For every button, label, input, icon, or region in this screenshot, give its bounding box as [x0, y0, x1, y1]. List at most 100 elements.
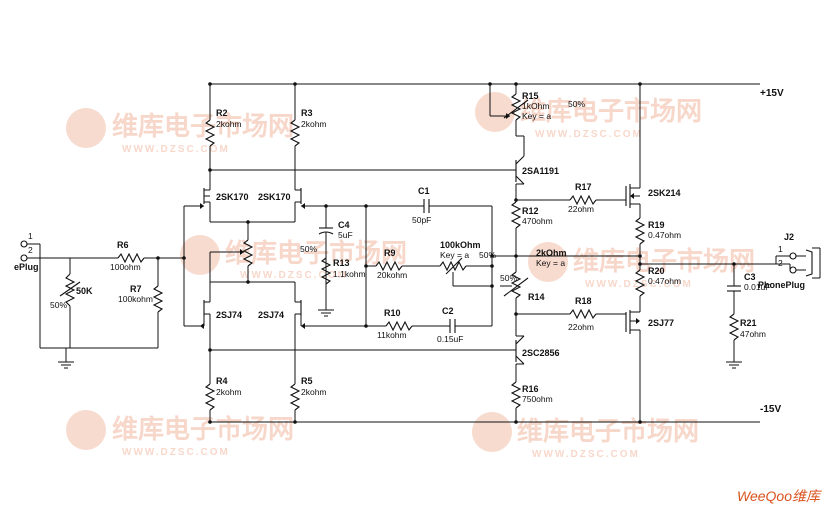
watermark-brand-4: 维库电子市场网: [573, 246, 755, 276]
resistor-r7: R7 100kohm: [118, 256, 164, 348]
svg-text:1: 1: [778, 244, 783, 254]
jfet-2sj74-left: 2SJ74: [200, 282, 242, 350]
svg-text:2SJ74: 2SJ74: [216, 310, 242, 320]
input-bus: [182, 205, 200, 327]
svg-text:C3: C3: [744, 272, 756, 282]
svg-text:2SJ77: 2SJ77: [648, 318, 674, 328]
svg-text:Key = a: Key = a: [522, 111, 551, 121]
svg-text:2kohm: 2kohm: [301, 119, 327, 129]
output-network: C3 0.01uF R21 47ohm: [640, 262, 790, 369]
svg-text:R18: R18: [575, 296, 592, 306]
resistor-r13: R13 1.1kohm: [320, 248, 366, 285]
output-connector-j2: J2 1 2 PhonePlug: [758, 232, 821, 290]
mosfet-2sj77: 2SJ77: [622, 306, 674, 424]
power-rails: +15V -15V: [210, 83, 784, 423]
svg-text:2SK170: 2SK170: [258, 192, 291, 202]
svg-text:2kohm: 2kohm: [216, 387, 242, 397]
resistor-r18: R18 22ohm: [514, 296, 622, 332]
watermark-brand-1: 维库电子市场网: [112, 111, 294, 141]
svg-text:0.01uF: 0.01uF: [744, 282, 770, 292]
svg-text:1kOhm: 1kOhm: [522, 101, 549, 111]
svg-text:20kohm: 20kohm: [377, 270, 407, 280]
resistor-r14-pot: 2kOhm Key = a 50% R14: [500, 248, 567, 314]
svg-text:11kohm: 11kohm: [377, 330, 407, 340]
svg-text:R3: R3: [301, 108, 313, 118]
volume-pot-50k: 50K 50%: [50, 258, 93, 348]
resistor-r4: R4 2kohm: [204, 350, 242, 424]
svg-text:0.15uF: 0.15uF: [437, 334, 463, 344]
svg-text:R13: R13: [333, 258, 350, 268]
output-plug-label: PhonePlug: [758, 280, 805, 290]
svg-text:50K: 50K: [76, 286, 93, 296]
svg-text:R16: R16: [522, 384, 539, 394]
svg-text:0.47ohm: 0.47ohm: [648, 276, 681, 286]
svg-text:2SA1191: 2SA1191: [522, 166, 559, 176]
c1-value: 50pF: [412, 215, 431, 225]
svg-text:750ohm: 750ohm: [522, 394, 553, 404]
watermark-layer: 维库电子市场网 WWW.DZSC.COM 维库电子市场网 WWW.DZSC.CO…: [66, 92, 755, 460]
svg-text:2kOhm: 2kOhm: [536, 248, 567, 258]
svg-text:2SC2856: 2SC2856: [522, 348, 560, 358]
watermark-site-5: WWW.DZSC.COM: [122, 447, 230, 458]
rail-neg-label: -15V: [760, 404, 781, 415]
svg-text:2: 2: [28, 245, 33, 255]
svg-text:1.1kohm: 1.1kohm: [333, 269, 366, 279]
watermark-site-1: WWW.DZSC.COM: [122, 144, 230, 155]
bjt-2sa1191: 2SA1191: [510, 135, 559, 196]
watermark-brand-2: 维库电子市场网: [520, 96, 702, 126]
svg-text:R6: R6: [117, 240, 129, 250]
svg-text:2SK214: 2SK214: [648, 188, 681, 198]
resistor-r3: R3 2kohm: [289, 82, 327, 174]
svg-text:2: 2: [778, 258, 783, 268]
watermark-logo-3: 维库电子市场网 WWW.DZSC.COM: [180, 235, 407, 281]
svg-text:R12: R12: [522, 206, 539, 216]
svg-text:2kohm: 2kohm: [216, 119, 242, 129]
svg-text:50%: 50%: [568, 99, 585, 109]
resistor-r17: R17 22ohm: [516, 182, 622, 214]
resistor-r12: R12 470ohm: [510, 196, 553, 256]
c1-ref: C1: [418, 186, 430, 196]
corner-watermark: WeeQoo维库: [737, 488, 820, 504]
svg-text:100kohm: 100kohm: [118, 294, 153, 304]
input-plug-label: ePlug: [14, 262, 39, 272]
feedback-network: C1 50pF R9 20kohm 100kOhm Key = a 50% R1…: [364, 186, 640, 344]
resistor-r19: R19 0.47ohm: [634, 217, 681, 264]
watermark-logo-5: 维库电子市场网 WWW.DZSC.COM: [66, 410, 294, 458]
svg-text:2kohm: 2kohm: [301, 387, 327, 397]
mosfet-2sk214: 2SK214: [622, 82, 681, 218]
svg-text:R20: R20: [648, 266, 665, 276]
watermark-brand-5: 维库电子市场网: [112, 414, 294, 444]
resistor-r16: R16 750ohm: [510, 381, 553, 424]
svg-text:0.47ohm: 0.47ohm: [648, 230, 681, 240]
svg-text:470ohm: 470ohm: [522, 216, 553, 226]
svg-text:5uF: 5uF: [338, 230, 353, 240]
resistor-r15-pot: R15 1kOhm Key = a 50%: [488, 82, 585, 136]
svg-text:R21: R21: [740, 318, 757, 328]
watermark-logo-6: 维库电子市场网 WWW.DZSC.COM: [472, 412, 699, 460]
svg-text:R10: R10: [384, 308, 401, 318]
rail-pos-label: +15V: [760, 88, 784, 99]
svg-text:J2: J2: [784, 232, 794, 242]
watermark-logo-2: 维库电子市场网 WWW.DZSC.COM: [475, 92, 702, 140]
jfet-2sk170-left: 2SK170: [200, 174, 249, 222]
svg-text:100ohm: 100ohm: [110, 262, 141, 272]
watermark-site-3: WWW.DZSC.COM: [240, 270, 348, 281]
resistor-r20: R20 0.47ohm: [634, 254, 681, 306]
bjt-2sc2856: 2SC2856: [510, 314, 560, 382]
svg-text:R2: R2: [216, 108, 228, 118]
svg-text:47ohm: 47ohm: [740, 329, 766, 339]
svg-text:22ohm: 22ohm: [568, 322, 594, 332]
watermark-site-6: WWW.DZSC.COM: [532, 449, 640, 460]
svg-text:Key = a: Key = a: [536, 258, 565, 268]
watermark-logo-4: 维库电子市场网 WWW.DZSC.COM: [528, 242, 755, 290]
svg-text:R4: R4: [216, 376, 228, 386]
watermark-site-4: WWW.DZSC.COM: [585, 279, 693, 290]
svg-text:R17: R17: [575, 182, 592, 192]
svg-text:R7: R7: [130, 284, 142, 294]
watermark-brand-6: 维库电子市场网: [517, 416, 699, 446]
resistor-r2: R2 2kohm: [204, 82, 242, 174]
svg-text:R15: R15: [522, 91, 539, 101]
svg-text:50%: 50%: [500, 273, 517, 283]
svg-text:Key = a: Key = a: [440, 250, 469, 260]
